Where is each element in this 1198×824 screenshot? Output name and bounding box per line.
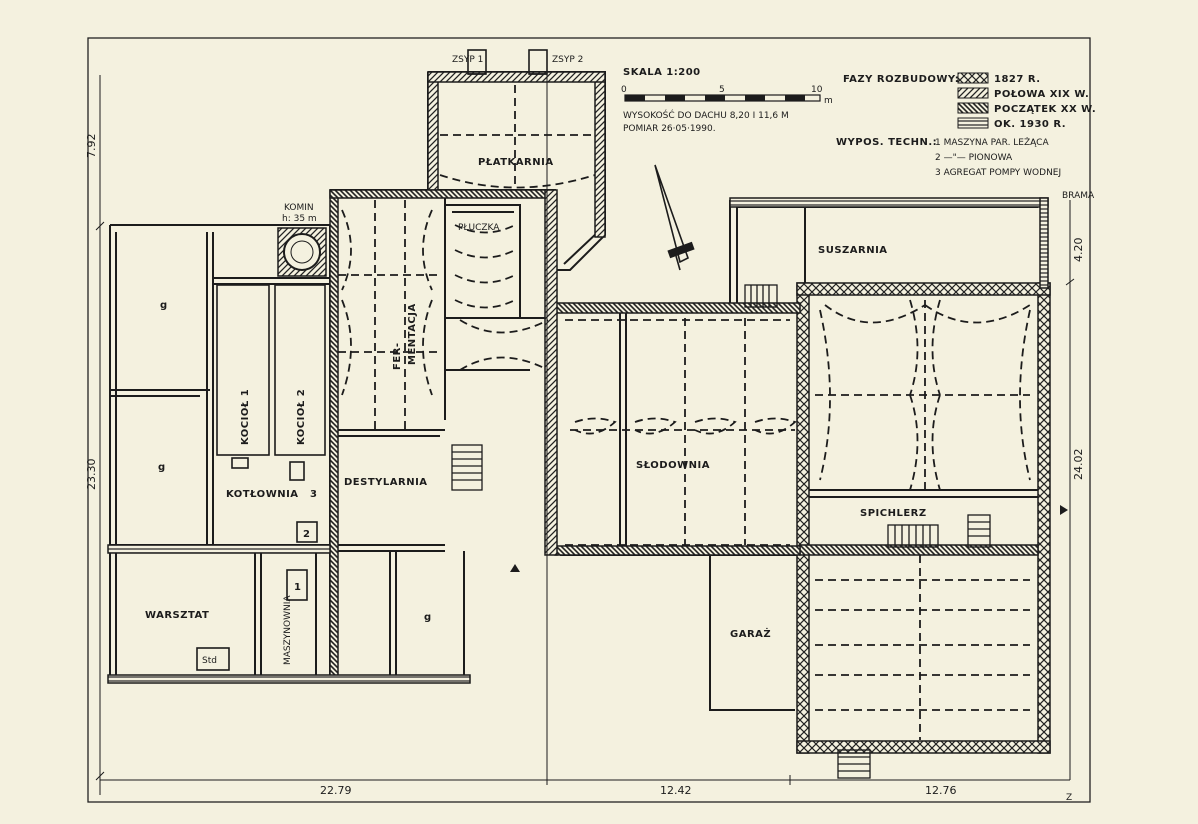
hatched-walls — [107, 71, 1051, 754]
phase-1930: OK. 1930 R. — [994, 119, 1066, 130]
room-g-3: g — [424, 612, 432, 623]
scale-tick-0: 0 — [621, 85, 627, 95]
equipment-item-2: 2 —"— PIONOWA — [935, 153, 1013, 163]
gate-label: BRAMA — [1062, 191, 1095, 201]
legend-swatch-1827 — [957, 72, 989, 84]
stairs — [451, 284, 991, 779]
dim-bottom-2: 12.42 — [660, 784, 692, 797]
room-garaz: GARAŻ — [730, 626, 771, 640]
boiler-2-label: KOCIOŁ 2 — [296, 389, 307, 445]
phase-legend-swatches — [957, 72, 989, 129]
legend-swatch-1930 — [957, 117, 989, 129]
chimney-height: h: 35 m — [282, 214, 317, 224]
room-g-2: g — [158, 462, 166, 473]
room-fermentacja-2: MENTACJA — [407, 303, 418, 365]
chute-2-label: ZSYP 2 — [552, 55, 583, 65]
north-arrow-icon — [654, 164, 695, 271]
phases-title: FAZY ROZBUDOWY: — [843, 74, 959, 85]
dim-right-main: 24.02 — [1072, 449, 1085, 481]
equip-2-marker: 2 — [303, 529, 310, 540]
std-label: Std — [202, 656, 217, 666]
boiler-1-label: KOCIOŁ 1 — [240, 389, 251, 445]
chute-hoppers — [467, 49, 548, 75]
chimney-symbol — [277, 227, 327, 277]
phase-1827: 1827 R. — [994, 74, 1041, 85]
room-pluczka: PŁUCZKA — [458, 223, 500, 233]
room-g-1: g — [160, 300, 168, 311]
room-fermentacja-1: FER- — [392, 342, 403, 370]
equipment-item-1: 1 MASZYNA PAR. LEŻĄCA — [935, 137, 1049, 148]
scale-tick-10: 10 — [811, 85, 823, 95]
boiler-units — [196, 284, 326, 671]
room-platkarnia: PŁATKARNIA — [478, 157, 554, 168]
scale-bar — [624, 94, 821, 102]
chimney-label: KOMIN — [284, 203, 314, 213]
dim-bottom-1: 22.79 — [320, 784, 352, 797]
room-suszarnia: SUSZARNIA — [818, 245, 888, 256]
equipment-title: WYPOS. TECHN.: — [836, 137, 937, 148]
room-spichlerz: SPICHLERZ — [860, 508, 927, 519]
scale-unit: m — [824, 96, 833, 106]
equipment-item-3: 3 AGREGAT POMPY WODNEJ — [935, 168, 1061, 178]
room-slodownia: SŁODOWNIA — [636, 460, 710, 471]
height-note: WYSOKOŚĆ DO DACHU 8,20 I 11,6 M — [623, 109, 789, 121]
legend-swatch-mid-19c — [957, 87, 989, 99]
room-kotlownia: KOTŁOWNIA — [226, 489, 299, 500]
equip-1-marker: 1 — [294, 582, 301, 593]
dimension-lines — [95, 60, 1075, 795]
dim-bottom-3: 12.76 — [925, 784, 957, 797]
dim-left-main: 23.30 — [85, 459, 98, 491]
phase-mid-19c: POŁOWA XIX W. — [994, 89, 1089, 100]
equip-3-marker: 3 — [310, 489, 317, 500]
chute-1-label: ZSYP 1 — [452, 55, 483, 65]
scale-tick-5: 5 — [719, 85, 725, 95]
dim-left-top: 7.92 — [85, 134, 98, 159]
legend-swatch-early-20c — [957, 102, 989, 114]
vault-lines — [213, 85, 1031, 740]
corner-mark: Z — [1066, 793, 1072, 803]
room-warsztat: WARSZTAT — [145, 610, 209, 621]
entrance-markers — [510, 505, 1068, 572]
sheet-border — [87, 37, 1091, 803]
scale-label: SKALA 1:200 — [623, 67, 701, 78]
room-destylarnia: DESTYLARNIA — [344, 477, 428, 488]
dim-right-top: 4.20 — [1072, 238, 1085, 263]
phase-early-20c: POCZĄTEK XX W. — [994, 104, 1096, 115]
survey-note: POMIAR 26·05·1990. — [623, 124, 716, 134]
room-maszynownia: MASZYNOWNIA — [283, 595, 293, 665]
